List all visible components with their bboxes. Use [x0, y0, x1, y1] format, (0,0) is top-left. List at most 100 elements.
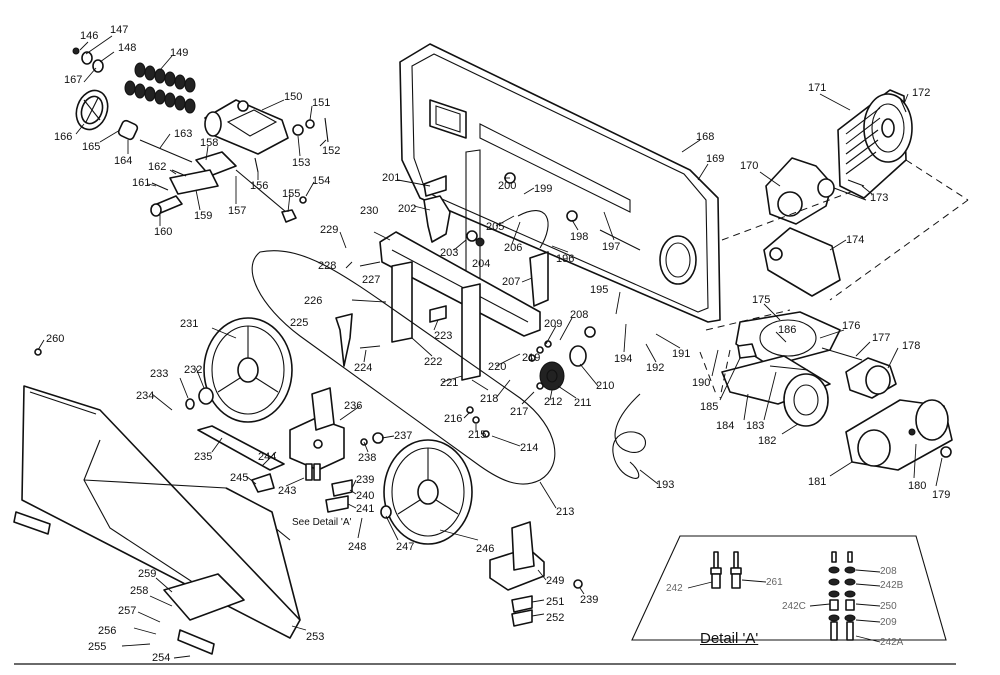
- detail-callout-242A: 242A: [880, 637, 904, 648]
- callout-221: 221: [440, 377, 459, 389]
- tension-assembly: [72, 47, 329, 223]
- callout-148: 148: [118, 42, 137, 54]
- callout-182: 182: [758, 435, 777, 447]
- callout-232: 232: [184, 364, 203, 376]
- callout-243: 243: [278, 485, 297, 497]
- callout-251: 251: [546, 596, 565, 608]
- callout-184: 184: [716, 420, 735, 432]
- callout-163: 163: [174, 128, 193, 140]
- callout-260: 260: [46, 333, 65, 345]
- callout-208: 208: [570, 309, 589, 321]
- callout-229: 229: [320, 224, 339, 236]
- callout-212: 212: [544, 396, 563, 408]
- callout-241: 241: [356, 503, 375, 515]
- callout-175: 175: [752, 294, 771, 306]
- callout-259: 259: [138, 568, 157, 580]
- callout-256: 256: [98, 625, 117, 637]
- callout-222: 222: [424, 356, 443, 368]
- detail-callout-242: 242: [666, 583, 683, 594]
- callout-151: 151: [312, 97, 331, 109]
- callout-210: 210: [596, 380, 615, 392]
- callout-230: 230: [360, 205, 379, 217]
- callout-223: 223: [434, 330, 453, 342]
- upper-frame: [399, 43, 721, 373]
- callout-196: 196: [556, 253, 575, 265]
- callout-172: 172: [912, 87, 931, 99]
- callout-244: 244: [258, 451, 277, 463]
- callout-152: 152: [322, 145, 341, 157]
- callout-198: 198: [570, 231, 589, 243]
- coolant-hose: [612, 393, 646, 479]
- callout-217: 217: [510, 406, 529, 418]
- callout-238: 238: [358, 452, 377, 464]
- lower-housing: [13, 348, 301, 655]
- callout-245: 245: [230, 472, 249, 484]
- guard-plate: [197, 425, 285, 471]
- callout-181: 181: [808, 476, 827, 488]
- callout-171: 171: [808, 82, 827, 94]
- callout-209: 209: [544, 318, 563, 330]
- callout-186: 186: [778, 324, 797, 336]
- callout-160: 160: [154, 226, 173, 238]
- upper-wheel: [185, 317, 293, 423]
- callout-158: 158: [200, 137, 219, 149]
- callout-225: 225: [290, 317, 309, 329]
- callout-191: 191: [672, 348, 691, 360]
- callout-162: 162: [148, 161, 167, 173]
- callout-197: 197: [602, 241, 621, 253]
- callout-224: 224: [354, 362, 373, 374]
- callout-192: 192: [646, 362, 665, 374]
- callout-190: 190: [692, 377, 711, 389]
- callout-157: 157: [228, 205, 247, 217]
- callout-234: 234: [136, 390, 155, 402]
- callout-228: 228: [318, 260, 337, 272]
- callout-206: 206: [504, 242, 523, 254]
- callout-248: 248: [348, 541, 367, 553]
- callout-173: 173: [870, 192, 889, 204]
- callout-195: 195: [590, 284, 609, 296]
- callout-253: 253: [306, 631, 325, 643]
- callout-183: 183: [746, 420, 765, 432]
- pulley-hardware: [466, 326, 596, 438]
- callout-215: 215: [468, 429, 487, 441]
- motor-assembly: [763, 89, 913, 297]
- saw-blade: [251, 250, 556, 485]
- spring-washers: [124, 62, 196, 114]
- callout-213: 213: [556, 506, 575, 518]
- callout-177: 177: [872, 332, 891, 344]
- guide-bracket: [251, 387, 384, 513]
- callout-164: 164: [114, 155, 133, 167]
- callout-149: 149: [170, 47, 189, 59]
- callout-174: 174: [846, 234, 865, 246]
- detail-callout-208: 208: [880, 566, 897, 577]
- callout-169: 169: [706, 153, 725, 165]
- lower-wheel: [380, 439, 473, 545]
- detail-callout-261: 261: [766, 577, 783, 588]
- callout-246: 246: [476, 543, 495, 555]
- callout-185: 185: [700, 401, 719, 413]
- callout-227: 227: [362, 274, 381, 286]
- callout-239-lower: 239: [580, 594, 599, 606]
- callout-211: 211: [574, 397, 592, 409]
- callout-146: 146: [80, 30, 99, 42]
- detail-callout-242C: 242C: [782, 601, 806, 612]
- callout-220: 220: [488, 361, 507, 373]
- callout-179: 179: [932, 489, 951, 501]
- callout-233: 233: [150, 368, 169, 380]
- callout-239-upper: 239: [356, 474, 375, 486]
- callout-193: 193: [656, 479, 675, 491]
- callout-247: 247: [396, 541, 415, 553]
- callout-203: 203: [440, 247, 459, 259]
- callout-236: 236: [344, 400, 363, 412]
- leader-lines: [37, 35, 943, 659]
- callout-249: 249: [546, 575, 565, 587]
- handwheel: [75, 89, 109, 131]
- callout-216: 216: [444, 413, 463, 425]
- callout-235: 235: [194, 451, 213, 463]
- callout-170: 170: [740, 160, 759, 172]
- callout-176: 176: [842, 320, 861, 332]
- callout-219: 219: [522, 352, 541, 364]
- callout-161: 161: [132, 177, 151, 189]
- callout-255: 255: [88, 641, 107, 653]
